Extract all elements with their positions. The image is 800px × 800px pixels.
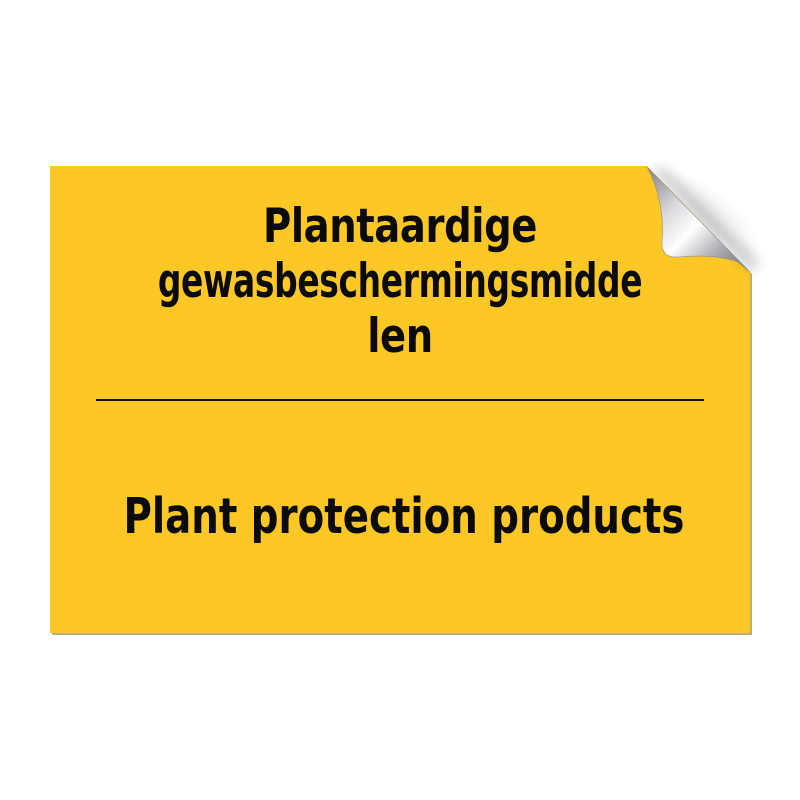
sign-title-line-1: Plantaardige (263, 199, 537, 254)
divider-line (96, 399, 704, 401)
sign-subtitle: Plant protection products (123, 488, 685, 545)
sign-title-line-3: len (367, 309, 433, 364)
peeling-corner-curl (646, 166, 751, 273)
sign-title-line-2: gewasbeschermingsmidde (157, 254, 643, 309)
